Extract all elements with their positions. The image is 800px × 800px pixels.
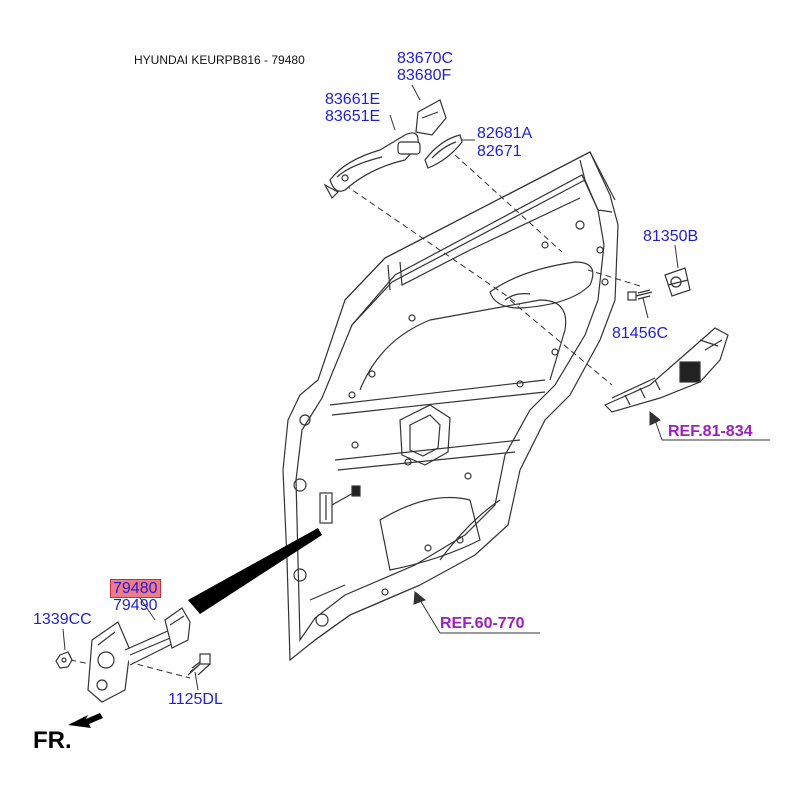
ref-label-81-834[interactable]: REF.81-834 (668, 423, 753, 440)
striker-bolt (627, 289, 653, 301)
ref-label-60-770[interactable]: REF.60-770 (440, 615, 525, 632)
solid-leader-lines (62, 84, 679, 691)
checker-nut (55, 651, 73, 669)
checker-pointer-band (188, 528, 322, 614)
part-label-79490[interactable]: 79490 (113, 597, 158, 614)
outside-handle (323, 132, 421, 199)
part-label-1125DL[interactable]: 1125DL (168, 691, 223, 708)
handle-pad (424, 134, 463, 169)
checker-bolt (187, 653, 211, 676)
part-label-81350B[interactable]: 81350B (643, 228, 699, 245)
door-checker-mount (319, 485, 361, 524)
ref-60-arrow (413, 591, 540, 634)
door-striker (664, 267, 691, 297)
part-label-83670C[interactable]: 83670C (397, 50, 454, 67)
part-label-83661E[interactable]: 83661E (325, 91, 381, 108)
front-direction-label: FR. (33, 727, 72, 754)
part-label-1339CC[interactable]: 1339CC (33, 611, 92, 628)
part-label-83680F[interactable]: 83680F (397, 67, 452, 84)
front-direction-arrow (68, 713, 103, 728)
ref-81-arrow (649, 410, 770, 441)
part-label-82671[interactable]: 82671 (477, 143, 522, 160)
part-label-81456C[interactable]: 81456C (612, 325, 669, 342)
part-label-79480-highlighted[interactable]: 79480 (110, 579, 161, 598)
rear-door-panel (282, 151, 619, 662)
part-label-82681A[interactable]: 82681A (477, 125, 533, 142)
diagram-title: HYUNDAI KEURPB816 - 79480 (134, 53, 305, 67)
part-label-83651E[interactable]: 83651E (325, 108, 381, 125)
door-checker-assembly (87, 607, 191, 703)
handle-cap (415, 99, 447, 136)
inner-handle-assembly (603, 327, 729, 413)
